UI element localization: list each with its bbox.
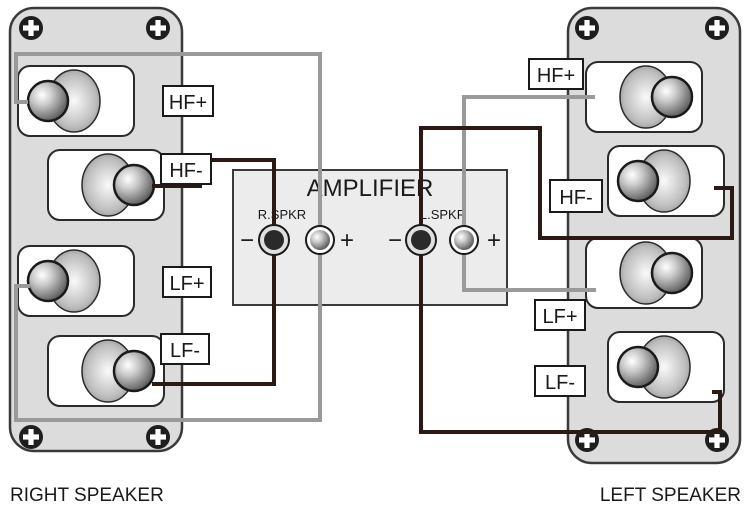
left-speaker-panel bbox=[566, 6, 742, 465]
left-lf-minus-label: LF- bbox=[545, 372, 575, 394]
right-lf-minus-label: LF- bbox=[170, 340, 200, 362]
right-hf-plus-terminal[interactable] bbox=[16, 64, 136, 138]
screw-icon bbox=[19, 425, 43, 449]
left-lf-plus-label: LF+ bbox=[542, 306, 577, 328]
right-lf-minus-terminal[interactable] bbox=[46, 334, 166, 408]
r-minus-sign: − bbox=[240, 227, 254, 254]
left-lf-minus-terminal[interactable] bbox=[606, 330, 726, 404]
right-speaker-panel bbox=[8, 6, 184, 453]
right-hf-plus-label: HF+ bbox=[169, 92, 207, 114]
left-speaker-labels: HF+ HF- LF+ LF- bbox=[528, 58, 603, 397]
left-lf-plus-wire bbox=[462, 240, 596, 292]
screw-icon bbox=[146, 425, 170, 449]
left-hf-minus-label: HF- bbox=[559, 187, 592, 209]
right-speaker-caption: RIGHT SPEAKER bbox=[10, 485, 164, 506]
r-spkr-label: R.SPKR bbox=[258, 207, 306, 222]
right-hf-minus-label: HF- bbox=[169, 160, 202, 182]
left-lf-plus-terminal[interactable] bbox=[584, 236, 704, 310]
screw-icon bbox=[705, 16, 729, 40]
screw-icon bbox=[575, 16, 599, 40]
left-hf-plus-terminal[interactable] bbox=[584, 60, 704, 134]
right-speaker-labels: HF+ HF- LF+ LF- bbox=[160, 85, 214, 365]
left-speaker-caption: LEFT SPEAKER bbox=[600, 485, 741, 506]
l-spkr-label: L.SPKR bbox=[420, 207, 466, 222]
amplifier-terminals bbox=[258, 224, 479, 256]
right-hf-minus-terminal[interactable] bbox=[46, 148, 166, 222]
screw-icon bbox=[146, 16, 170, 40]
left-plus-wire bbox=[462, 95, 595, 240]
right-lf-minus-wire bbox=[152, 240, 276, 386]
r-plus-sign: + bbox=[340, 227, 354, 254]
right-lf-plus-label: LF+ bbox=[169, 273, 204, 295]
amplifier-title: AMPLIFIER bbox=[307, 175, 434, 202]
l-minus-sign: − bbox=[388, 227, 402, 254]
l-plus-sign: + bbox=[487, 227, 501, 254]
left-hf-minus-terminal[interactable] bbox=[606, 144, 726, 218]
right-lf-plus-terminal[interactable] bbox=[16, 244, 136, 318]
left-lf-minus-wire bbox=[419, 240, 722, 434]
left-hf-plus-label: HF+ bbox=[537, 65, 575, 87]
left-hf-minus-wire bbox=[419, 126, 734, 240]
screw-icon bbox=[19, 16, 43, 40]
